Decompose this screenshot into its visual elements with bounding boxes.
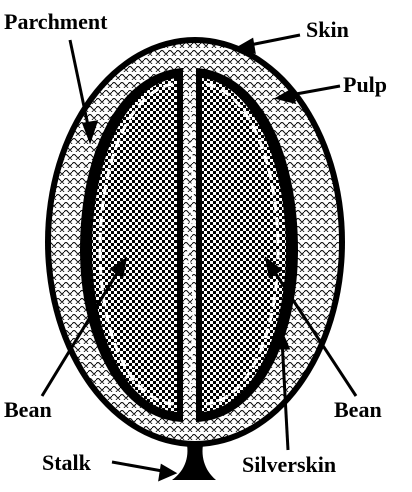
label-bean-left: Bean	[4, 397, 52, 422]
label-bean-right: Bean	[334, 397, 382, 422]
leader-bean-right	[268, 264, 358, 397]
center-crease	[186, 89, 196, 401]
label-skin: Skin	[306, 17, 349, 42]
leader-stalk	[111, 460, 169, 474]
silverskin-left	[98, 82, 174, 406]
bean-left-shape	[92, 78, 177, 412]
bean-right-shape	[202, 78, 286, 412]
silverskin-right	[205, 82, 280, 406]
leader-lines	[40, 33, 358, 482]
leader-bean-left	[40, 264, 124, 397]
label-stalk: Stalk	[42, 450, 92, 475]
label-parchment: Parchment	[4, 9, 108, 34]
leader-parchment	[68, 39, 92, 136]
stalk-shape	[172, 440, 216, 480]
label-pulp: Pulp	[343, 72, 387, 97]
leader-silverskin	[280, 339, 290, 451]
label-silverskin: Silverskin	[242, 452, 336, 477]
